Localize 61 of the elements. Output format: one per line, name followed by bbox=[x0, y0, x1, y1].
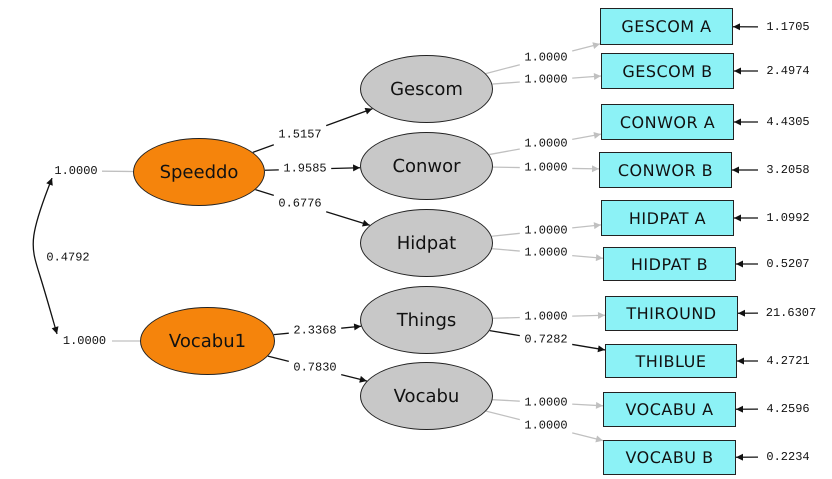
edge-label: 1.0000 bbox=[523, 310, 569, 324]
path-arrow bbox=[736, 260, 758, 268]
path-arrow bbox=[485, 42, 601, 74]
edge-label: 1.0000 bbox=[523, 420, 569, 433]
latent-variable-ellipse: Hidpat bbox=[360, 209, 493, 277]
observed-variable-box: THIBLUE bbox=[605, 344, 737, 378]
path-arrow bbox=[736, 406, 758, 413]
path-arrow bbox=[492, 73, 602, 85]
observed-variable-box: HIDPAT B bbox=[603, 247, 736, 281]
edge-label: 1.0000 bbox=[523, 138, 569, 151]
observed-variable-box: GESCOM B bbox=[601, 53, 734, 89]
path-arrow bbox=[736, 454, 758, 461]
path-arrow bbox=[732, 166, 758, 174]
observed-variable-box: THIROUND bbox=[605, 296, 738, 331]
edge-label: 1.0000 bbox=[523, 246, 569, 260]
path-arrow bbox=[738, 310, 758, 317]
observed-variable-box: VOCABU A bbox=[603, 392, 736, 427]
observed-variable-box: VOCABU B bbox=[603, 440, 736, 475]
path-arrow bbox=[491, 222, 602, 237]
path-arrow bbox=[273, 323, 362, 336]
path-arrow bbox=[734, 214, 758, 222]
covariance-arrow bbox=[32, 178, 58, 334]
latent-variable-ellipse: Vocabu1 bbox=[140, 307, 275, 375]
observed-variable-box: HIDPAT A bbox=[601, 200, 734, 236]
edge-label: 0.6776 bbox=[277, 197, 323, 210]
path-arrow bbox=[492, 165, 600, 172]
latent-variable-ellipse: Conwor bbox=[360, 132, 493, 200]
edge-label: 1.0000 bbox=[523, 74, 569, 87]
edge-label: 1.0000 bbox=[523, 162, 569, 174]
edge-label: 1.0000 bbox=[523, 396, 569, 410]
latent-variable-ellipse: Speeddo bbox=[133, 138, 265, 206]
connector-line bbox=[102, 170, 134, 172]
edge-label: 1.0000 bbox=[523, 224, 569, 238]
connector-line bbox=[112, 340, 140, 342]
edge-label: 0.7830 bbox=[292, 361, 338, 374]
path-arrow bbox=[492, 312, 606, 319]
observed-variable-box: CONWOR A bbox=[601, 104, 734, 140]
path-arrow bbox=[733, 23, 758, 30]
path-arrow bbox=[492, 399, 604, 409]
path-arrow bbox=[491, 248, 604, 262]
edge-label: 0.7282 bbox=[523, 334, 569, 347]
path-arrow bbox=[267, 356, 368, 383]
path-arrow bbox=[737, 358, 758, 364]
path-arrow bbox=[485, 410, 604, 442]
path-arrow bbox=[264, 164, 361, 172]
path-arrow bbox=[254, 188, 370, 227]
edge-label: 1.9585 bbox=[282, 162, 328, 176]
observed-variable-box: CONWOR B bbox=[599, 152, 732, 188]
path-arrow bbox=[734, 118, 758, 126]
path-arrow bbox=[252, 108, 374, 153]
edge-label: 0.4792 bbox=[45, 252, 91, 264]
path-arrow bbox=[734, 68, 758, 74]
latent-variable-ellipse: Gescom bbox=[360, 55, 493, 123]
observed-variable-box: GESCOM A bbox=[600, 8, 733, 45]
edge-label: 1.0000 bbox=[523, 51, 569, 64]
edge-label: 2.3368 bbox=[292, 324, 338, 338]
path-arrow bbox=[488, 132, 602, 156]
path-arrow bbox=[489, 330, 606, 352]
latent-variable-ellipse: Things bbox=[360, 286, 493, 354]
latent-variable-ellipse: Vocabu bbox=[360, 362, 493, 430]
edge-label: 1.5157 bbox=[277, 128, 323, 142]
